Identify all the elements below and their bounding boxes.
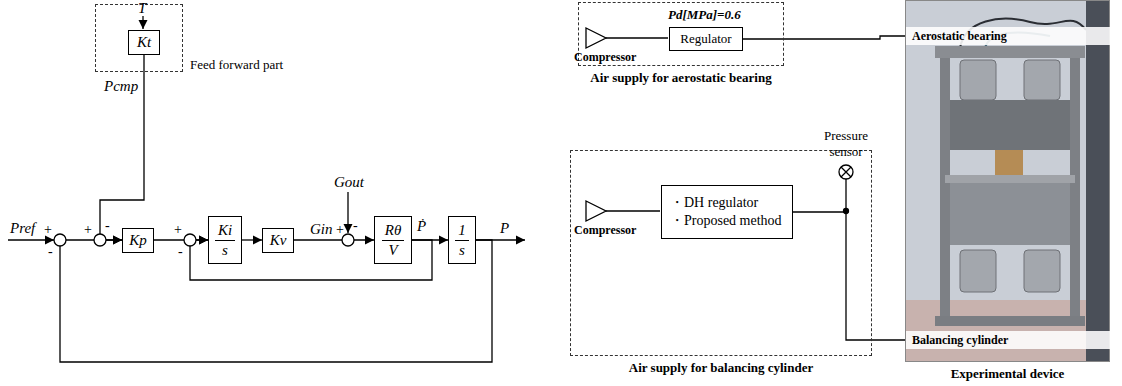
group-heading: Experimental device	[951, 366, 1065, 382]
junction-dot	[844, 209, 849, 214]
summing-junction	[94, 234, 106, 246]
controller-box: ・DH regulator・Proposed method	[661, 185, 793, 239]
signal-connector	[60, 240, 492, 362]
pressure-setting: Pd[MPa]=0.6	[668, 7, 741, 23]
photo-wood-block	[995, 150, 1023, 175]
transfer-block: Kis	[208, 216, 242, 264]
fraction-denominator: V	[388, 241, 397, 259]
transfer-block: RθV	[374, 216, 412, 264]
signal-name: Gin	[310, 221, 333, 238]
disturbance-wire	[142, 16, 143, 29]
signal-name: Gout	[334, 174, 364, 191]
photo-column	[940, 58, 950, 320]
photo-dark-strip	[1086, 0, 1110, 362]
photo-body	[950, 100, 1070, 150]
summing-junction	[54, 234, 66, 246]
outflow-wire	[347, 192, 348, 233]
fraction-numerator: Ki	[215, 222, 235, 241]
block-text: Kt	[137, 34, 151, 51]
photo-bearing	[1024, 60, 1060, 100]
photo-base-plate	[935, 316, 1085, 326]
air-pipe	[606, 210, 660, 211]
sign-mark: -	[48, 244, 53, 260]
signal-name: Pref	[10, 220, 35, 237]
block-text: ・Proposed method	[670, 212, 782, 230]
block-text: Kv	[270, 232, 287, 249]
signal-name: P	[500, 220, 509, 237]
compressor-symbol	[586, 28, 606, 48]
photo-bearing	[960, 60, 996, 100]
sign-mark: -	[178, 244, 183, 260]
device-photo: Experimental deviceAerostatic bearingBal…	[905, 0, 1110, 362]
photo-cylinder	[1024, 250, 1060, 292]
sign-mark: +	[84, 222, 92, 238]
fraction-numerator: 1	[455, 222, 469, 241]
experimental-device-photo	[905, 0, 1110, 362]
block-text: Balancing cylinder	[912, 333, 1008, 348]
photo-column	[1070, 58, 1080, 320]
air-supply-group: Air supply for balancing cylinder・DH reg…	[570, 150, 872, 356]
sensor-cross	[841, 167, 851, 177]
signal-connector	[242, 239, 262, 240]
input-wire	[8, 239, 54, 240]
part-band: Balancing cylinder	[906, 331, 1111, 349]
photo-top-plate	[935, 46, 1085, 58]
gain-block: Kt	[128, 30, 160, 55]
gain-block: Kp	[122, 228, 154, 253]
part-band: Aerostatic bearing	[906, 27, 1111, 45]
block-text: ・DH regulator	[670, 194, 758, 212]
integrator-block: 1s	[448, 216, 476, 264]
air-pipe	[606, 37, 668, 38]
summing-junction	[184, 234, 196, 246]
fraction-numerator: Rθ	[382, 222, 405, 241]
sign-mark: -	[353, 218, 358, 234]
sensor-pipe	[845, 179, 846, 211]
fraction-denominator: s	[459, 241, 465, 259]
gain-block: Kv	[262, 228, 294, 253]
signal-connector	[294, 239, 374, 240]
signal-name: Pcmp	[104, 78, 138, 95]
summing-junctions	[54, 234, 354, 246]
sensor-label: Pressure sensor	[814, 128, 878, 160]
group-heading: Air supply for aerostatic bearing	[590, 70, 771, 86]
compressor-label: Compressor	[574, 223, 636, 238]
air-pipe	[743, 36, 906, 39]
signal-connector	[100, 55, 144, 241]
block-text: Kp	[129, 232, 147, 249]
sign-mark: -	[105, 218, 110, 234]
compressor-symbol	[586, 201, 606, 221]
signal-name: Ṗ	[417, 218, 426, 235]
regulator-box: Regulator	[669, 27, 743, 51]
fraction-denominator: s	[222, 241, 228, 259]
sign-mark: +	[174, 222, 182, 238]
signal-name: T	[138, 0, 146, 17]
sign-mark: +	[44, 222, 52, 238]
block-text: Aerostatic bearing	[912, 29, 1007, 44]
block-text: Regulator	[680, 31, 731, 47]
group-heading: Air supply for balancing cylinder	[629, 360, 813, 376]
compressor-label: Compressor	[574, 50, 636, 65]
air-pipe	[793, 212, 906, 340]
photo-lower-body	[950, 183, 1070, 245]
output-wire	[476, 239, 525, 240]
block-wires	[8, 16, 525, 240]
group-heading: Feed forward part	[190, 57, 283, 73]
pressure-sensor-symbol	[839, 165, 853, 179]
photo-middle-plate	[945, 175, 1075, 183]
sign-mark: +	[336, 222, 344, 238]
photo-cylinder	[960, 250, 996, 292]
